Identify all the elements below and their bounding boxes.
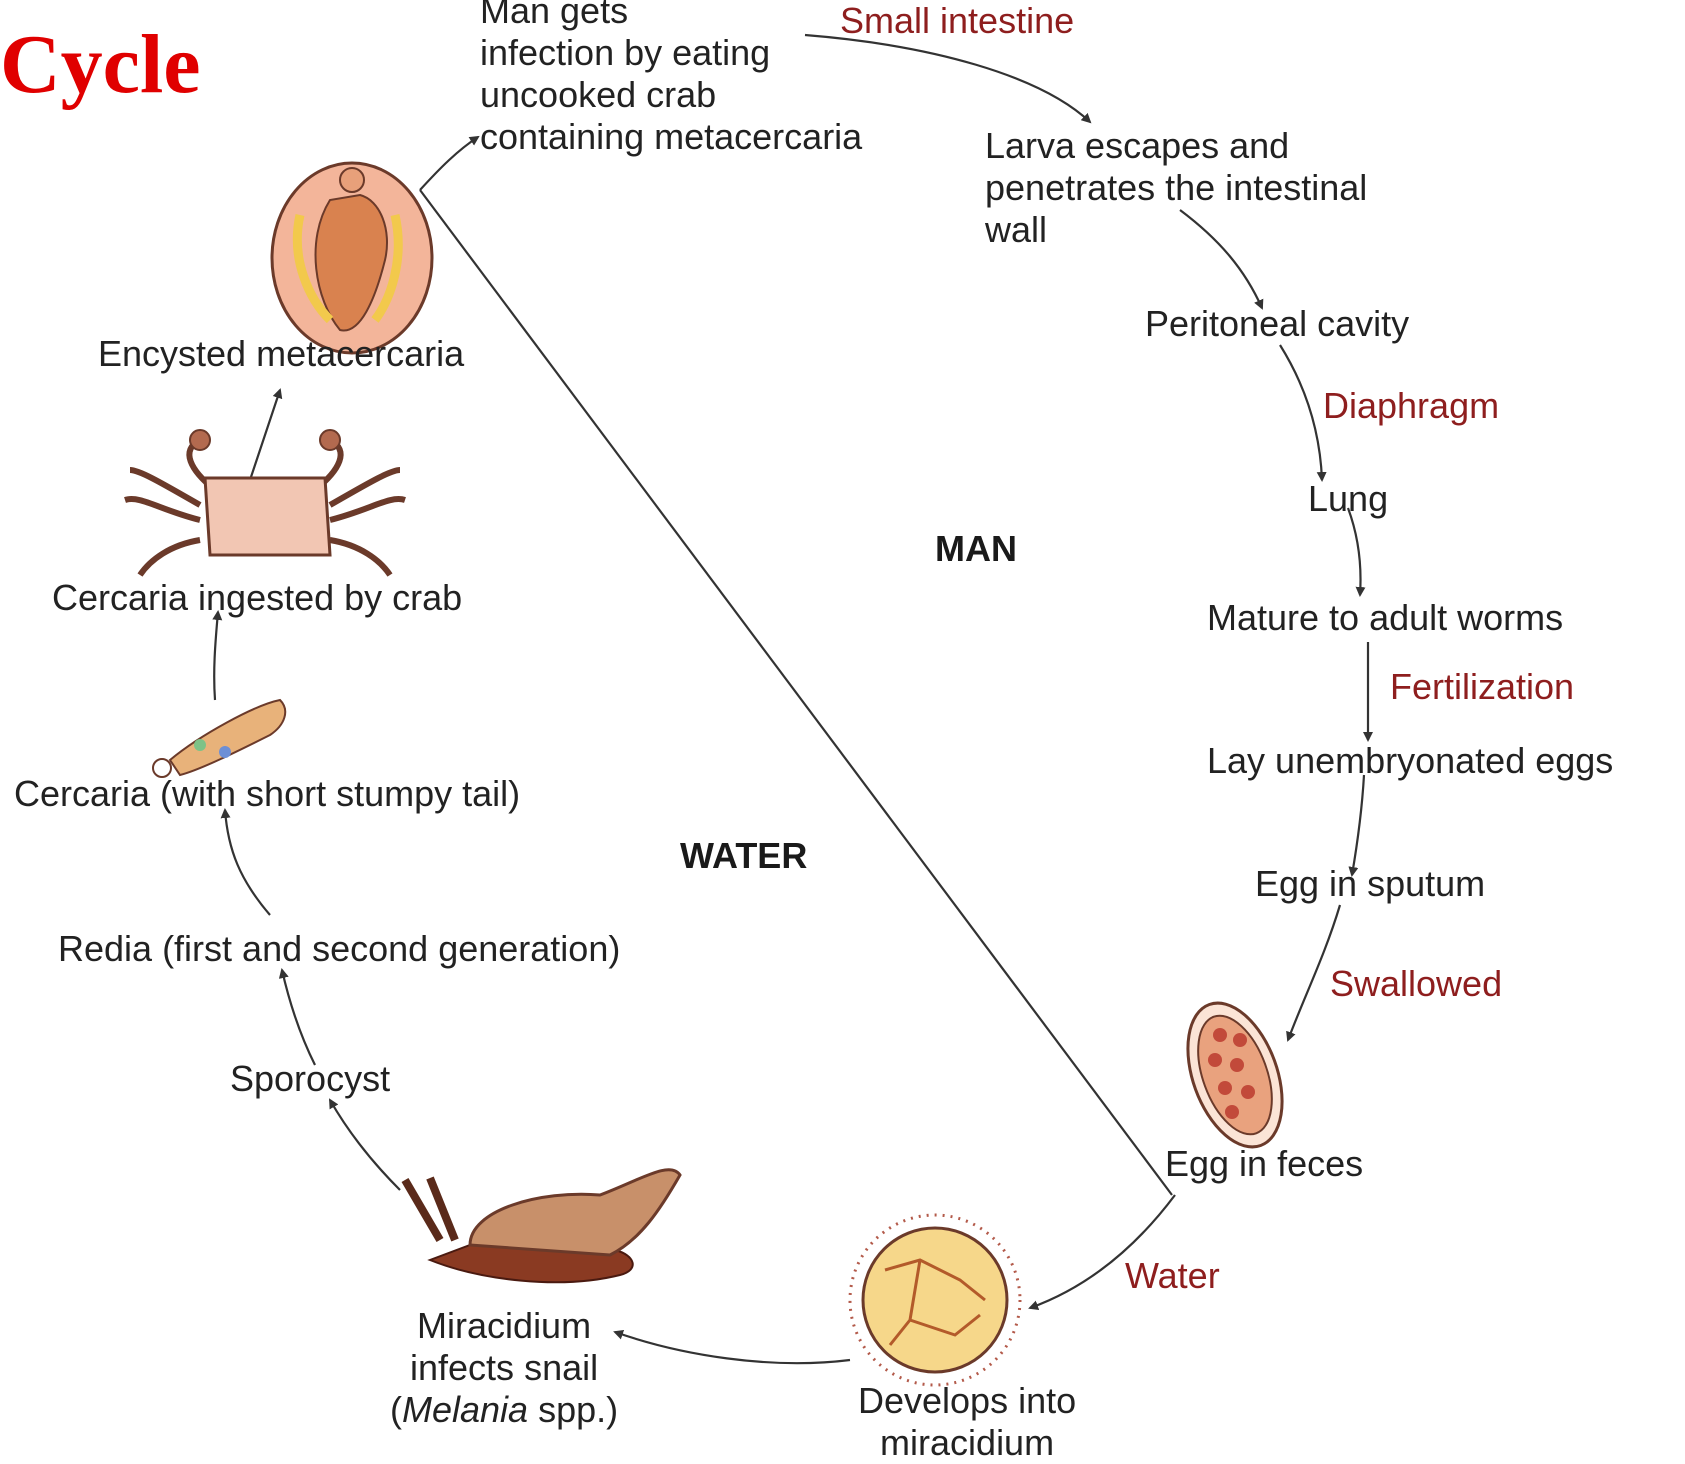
stage-line: Man gets [480, 0, 862, 32]
stage-sporocyst: Sporocyst [230, 1058, 390, 1100]
stage-line: Miracidium [390, 1305, 618, 1347]
cercaria-illustration [153, 700, 285, 777]
arrow-to-miracidium-snail [615, 1332, 850, 1363]
stage-egg-feces: Egg in feces [1165, 1143, 1363, 1185]
melania-prefix: ( [390, 1389, 402, 1430]
melania-name: Melania [402, 1389, 528, 1430]
stage-cercaria-crab: Cercaria ingested by crab [52, 577, 462, 619]
stage-line: miracidium [858, 1422, 1076, 1464]
egg-illustration [1170, 990, 1300, 1160]
arrow-to-mature [1348, 508, 1361, 595]
stage-line: infects snail [390, 1347, 618, 1389]
divider-line [420, 190, 1172, 1195]
stage-line: wall [985, 209, 1367, 251]
stage-line: penetrates the intestinal [985, 167, 1367, 209]
stage-line: Larva escapes and [985, 125, 1367, 167]
transition-water: Water [1125, 1255, 1220, 1297]
snail-illustration [405, 1170, 680, 1283]
stage-line: containing metacercaria [480, 116, 862, 158]
page-title: Cycle [0, 20, 201, 110]
arrow-to-sputum [1352, 775, 1364, 875]
stage-line: Develops into [858, 1380, 1076, 1422]
stage-larva-escape: Larva escapes and penetrates the intesti… [985, 125, 1367, 251]
crab-illustration [125, 430, 405, 575]
arrow-to-cercaria [225, 810, 270, 915]
region-man-label: MAN [935, 528, 1017, 570]
stage-develops-miracidium: Develops into miracidium [858, 1380, 1076, 1464]
transition-small-intestine: Small intestine [840, 0, 1074, 42]
encysted-metacercaria-illustration [272, 163, 432, 353]
arrow-to-sporocyst [330, 1100, 400, 1190]
arrow-to-crab [214, 612, 218, 700]
stage-miracidium-snail: Miracidium infects snail (Melania spp.) [390, 1305, 618, 1431]
stage-man-infection: Man gets infection by eating uncooked cr… [480, 0, 862, 158]
transition-swallowed: Swallowed [1330, 963, 1502, 1005]
stage-line: infection by eating [480, 32, 862, 74]
stage-line: uncooked crab [480, 74, 862, 116]
transition-fertilization: Fertilization [1390, 666, 1574, 708]
arrow-to-encysted [250, 390, 280, 480]
region-water-label: WATER [680, 835, 807, 877]
stage-lay-eggs: Lay unembryonated eggs [1207, 740, 1613, 782]
stage-line: (Melania spp.) [390, 1389, 618, 1431]
arrow-to-lung [1280, 345, 1322, 480]
transition-diaphragm: Diaphragm [1323, 385, 1499, 427]
stage-egg-sputum: Egg in sputum [1255, 863, 1485, 905]
stage-cercaria: Cercaria (with short stumpy tail) [14, 773, 520, 815]
miracidium-illustration [850, 1215, 1020, 1385]
stage-encysted: Encysted metacercaria [98, 333, 464, 375]
stage-lung: Lung [1308, 478, 1388, 520]
arrow-to-man [420, 137, 478, 190]
stage-mature: Mature to adult worms [1207, 597, 1563, 639]
stage-peritoneal-cavity: Peritoneal cavity [1145, 303, 1409, 345]
stage-redia: Redia (first and second generation) [58, 928, 620, 970]
arrow-to-redia [282, 970, 315, 1065]
melania-suffix: spp.) [528, 1389, 618, 1430]
